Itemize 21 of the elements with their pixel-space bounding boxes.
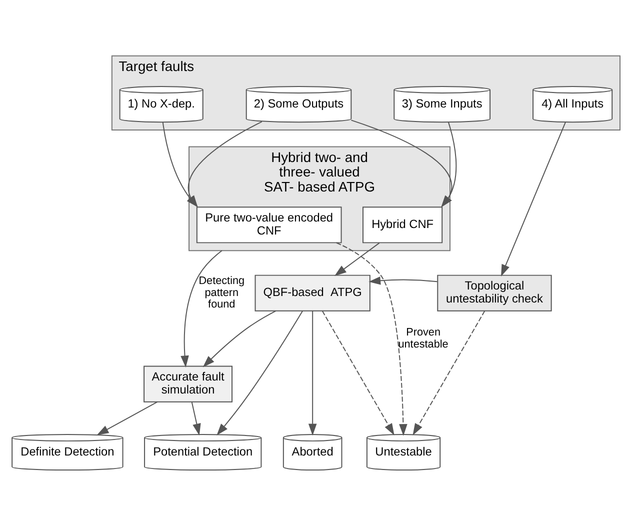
arrow	[191, 401, 201, 435]
arrow	[441, 121, 457, 207]
arrow	[202, 310, 276, 367]
arrow	[96, 400, 158, 435]
arrow	[180, 250, 222, 368]
node-box: QBF-based ATPG	[254, 274, 370, 311]
edge-label: Proven untestable	[398, 326, 448, 350]
arrow	[216, 310, 304, 435]
arrow	[501, 121, 566, 276]
node-box: Pure two-value encoded CNF	[196, 206, 342, 243]
edge-label: Detecting pattern found	[198, 274, 245, 310]
node-box: Hybrid CNF	[362, 206, 443, 243]
arrow	[336, 242, 408, 436]
node-box: Topological untestability check	[437, 274, 552, 311]
arrow	[368, 276, 438, 284]
node-box: Accurate fault simulation	[144, 365, 233, 402]
arrow	[412, 310, 486, 435]
arrow	[308, 310, 317, 436]
arrow	[334, 242, 380, 276]
arrow	[350, 119, 452, 207]
arrow	[322, 310, 394, 435]
